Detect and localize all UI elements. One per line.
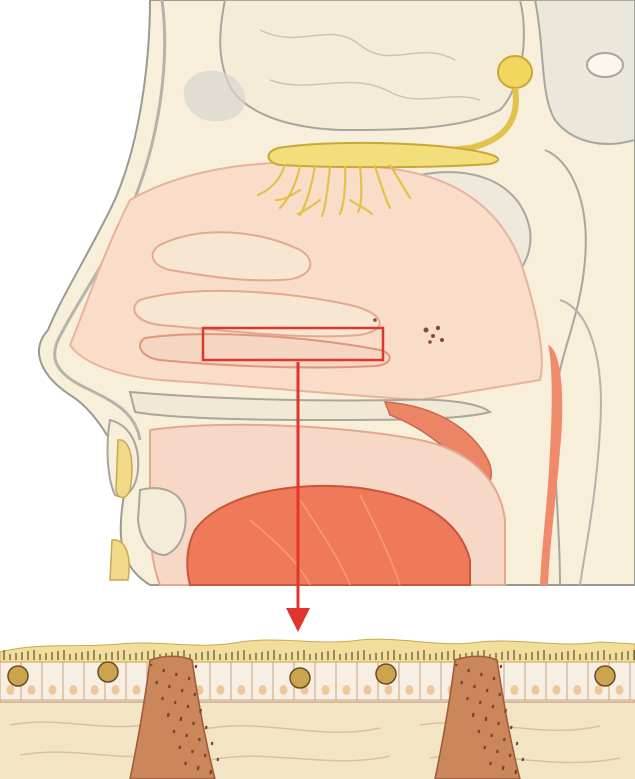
gland-dot (509, 755, 511, 757)
gland-dot (168, 686, 170, 688)
gland-dot (192, 723, 194, 725)
gland-dot (175, 674, 177, 676)
cell-nucleus (406, 685, 414, 695)
gland-dot (155, 682, 157, 684)
epithelial-cells (0, 662, 635, 700)
gland-dot (499, 694, 501, 696)
upper-tooth (116, 440, 132, 498)
olfactory-epithelium-detail (0, 639, 635, 779)
gland-dot (188, 678, 190, 680)
gland-dot (516, 743, 518, 745)
cell-nucleus (595, 685, 603, 695)
cell-nucleus (217, 685, 225, 695)
gland-dot (167, 715, 169, 717)
gland-dot (486, 690, 488, 692)
gland-dot (489, 763, 491, 765)
lamina-propria (0, 700, 635, 779)
cell-nucleus (322, 685, 330, 695)
gland-dot (493, 678, 495, 680)
cell-nucleus (280, 685, 288, 695)
gland-dot (162, 670, 164, 672)
gland-dot (479, 702, 481, 704)
brain-region (220, 0, 524, 130)
gland-dot (209, 772, 211, 774)
gland-dot (150, 664, 152, 666)
gland-dot (490, 735, 492, 737)
gland-dot (473, 686, 475, 688)
gland-dot (198, 739, 200, 741)
gland-dot (510, 727, 512, 729)
cell-nucleus (511, 685, 519, 695)
gland-dot (472, 715, 474, 717)
bone-foramen (587, 53, 623, 77)
gland-dot (483, 747, 485, 749)
gland-dot (478, 731, 480, 733)
cell-nucleus (553, 685, 561, 695)
olfactory-bulb (498, 56, 532, 88)
gland-dot (161, 698, 163, 700)
cell-nucleus (133, 685, 141, 695)
cell-nucleus (70, 685, 78, 695)
gland-dot (504, 711, 506, 713)
gland-dot (195, 666, 197, 668)
cell-nucleus (112, 685, 120, 695)
gland-dot (181, 690, 183, 692)
cell-nucleus (259, 685, 267, 695)
gland-dot (191, 751, 193, 753)
cell-nucleus (238, 685, 246, 695)
arrow-head (286, 608, 310, 632)
epithelial-cell (630, 662, 635, 700)
gland-dot (199, 711, 201, 713)
gland-dot (467, 670, 469, 672)
cell-nucleus (616, 685, 624, 695)
cell-nucleus (343, 685, 351, 695)
gland-dot (187, 706, 189, 708)
gland-dot (173, 731, 175, 733)
cell-nucleus (7, 685, 15, 695)
cell-nucleus (532, 685, 540, 695)
gland-dot (205, 727, 207, 729)
gland-dot (204, 755, 206, 757)
cell-nucleus (574, 685, 582, 695)
gland-dot (185, 735, 187, 737)
mucus-layer (0, 639, 635, 662)
gland-dot (197, 768, 199, 770)
gland-dot (497, 723, 499, 725)
head-cross-section (39, 0, 635, 585)
cell-nucleus (427, 685, 435, 695)
cell-nucleus (385, 685, 393, 695)
cell-nucleus (91, 685, 99, 695)
gland-dot (178, 747, 180, 749)
gland-dot (194, 694, 196, 696)
gland-dot (180, 719, 182, 721)
gland-dot (522, 759, 524, 761)
gland-dot (174, 702, 176, 704)
gland-dot (455, 664, 457, 666)
gland-dot (492, 706, 494, 708)
gland-dot (217, 759, 219, 761)
cell-nucleus (49, 685, 57, 695)
gland-dot (503, 739, 505, 741)
gland-dot (502, 768, 504, 770)
gland-dot (514, 772, 516, 774)
gland-dot (500, 666, 502, 668)
cell-nucleus (28, 685, 36, 695)
gland-dot (460, 682, 462, 684)
gland-dot (480, 674, 482, 676)
gland-dot (485, 719, 487, 721)
gland-dot (466, 698, 468, 700)
cell-nucleus (364, 685, 372, 695)
gland-dot (184, 763, 186, 765)
gland-dot (211, 743, 213, 745)
gland-dot (496, 751, 498, 753)
